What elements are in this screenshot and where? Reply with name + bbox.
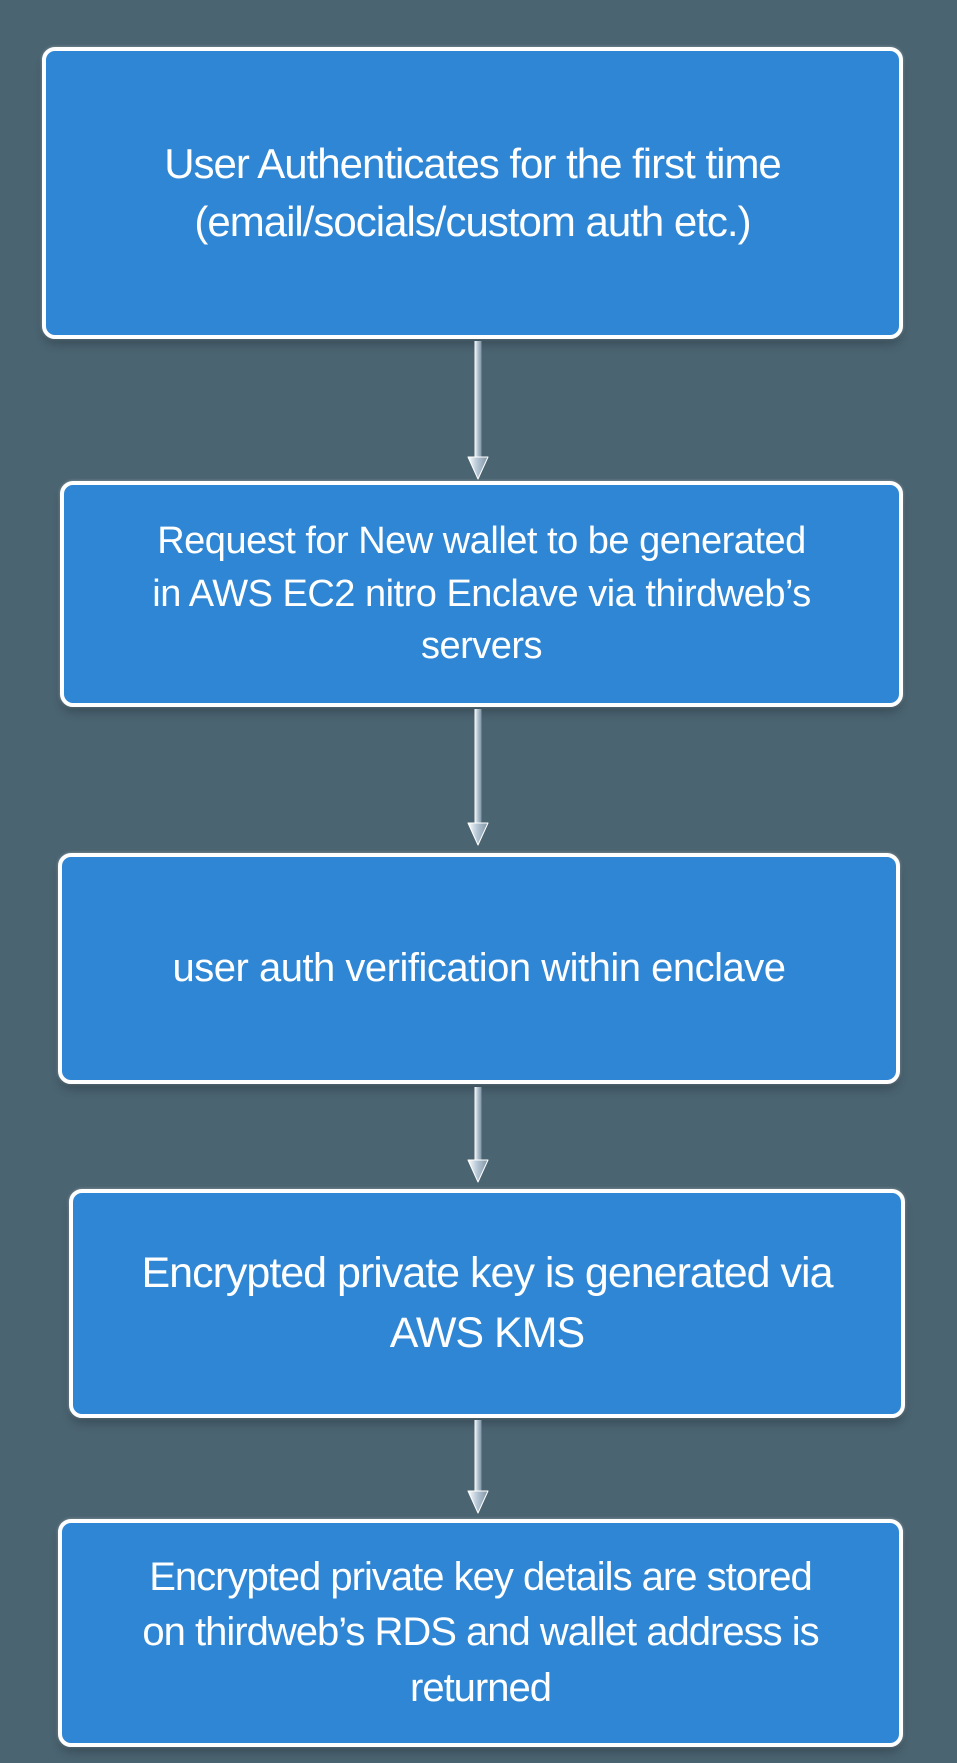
flow-step-3: user auth verification within enclave (58, 853, 900, 1084)
flow-step-2-label: Request for New wallet to be generated i… (152, 520, 811, 668)
flow-step-5-label: Encrypted private key details are stored… (142, 1555, 819, 1710)
flow-step-4: Encrypted private key is generated via A… (69, 1189, 905, 1418)
down-arrow-connector-3 (467, 1087, 489, 1183)
flow-step-3-label: user auth verification within enclave (172, 945, 786, 990)
flow-step-2: Request for New wallet to be generated i… (60, 481, 903, 707)
flow-step-4-label: Encrypted private key is generated via A… (141, 1249, 833, 1357)
down-arrow-connector-2 (467, 709, 489, 846)
flow-step-1: User Authenticates for the first time (e… (42, 47, 903, 339)
down-arrow-connector-1 (467, 341, 489, 480)
down-arrow-connector-4 (467, 1420, 489, 1514)
flow-step-5: Encrypted private key details are stored… (58, 1519, 903, 1747)
flow-step-1-label: User Authenticates for the first time (e… (164, 140, 782, 245)
